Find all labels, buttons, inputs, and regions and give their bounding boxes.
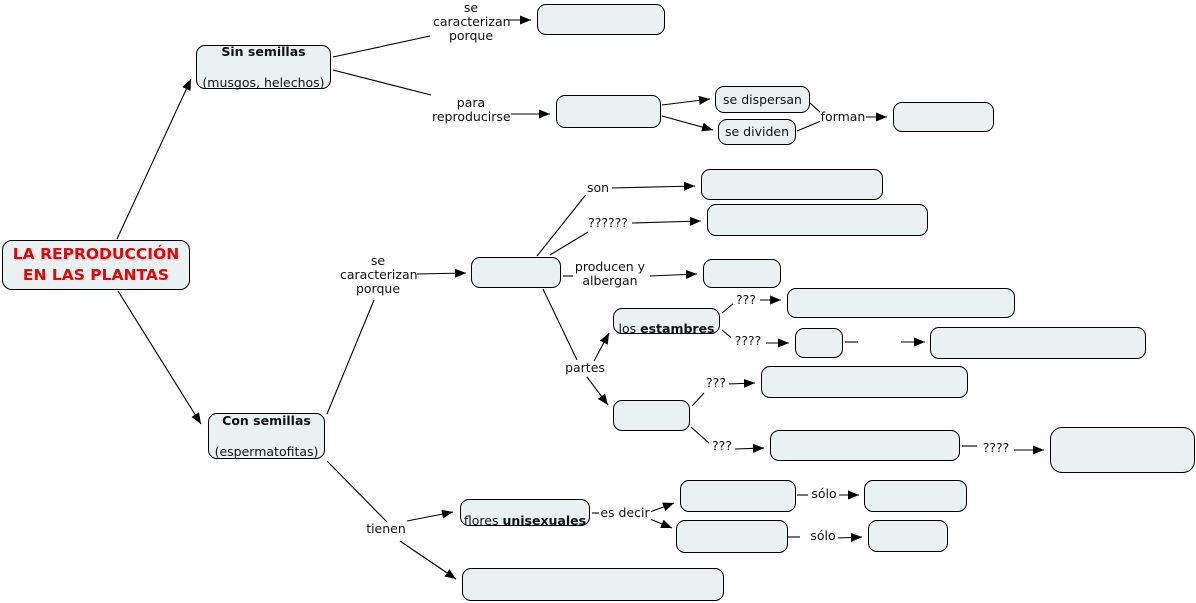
link-q3-pistilo-a[interactable]: ??? [703,376,729,390]
node-flores-pre: flores [463,512,503,528]
node-blank-flor-tipo-a[interactable] [680,480,796,512]
node-se-dividen[interactable]: se dividen [718,119,796,145]
link-son[interactable]: son [584,181,612,195]
node-los-estambres[interactable]: los estambres [613,308,720,336]
link-partes[interactable]: partes [563,361,607,375]
node-sin-semillas-sub: (musgos, helechos) [202,74,325,90]
node-blank-q6[interactable] [707,204,928,236]
node-blank-pistilo-a[interactable] [761,366,968,398]
link-q4-pistilo[interactable]: ???? [979,441,1013,455]
node-sin-semillas-bold: Sin semillas [221,43,306,59]
node-los-estambres-bold: estambres [640,321,715,336]
node-blank-pistilo-b[interactable] [770,430,960,461]
node-blank-son[interactable] [701,169,883,200]
node-blank-solo-b[interactable] [868,520,948,552]
node-blank-solo-a[interactable] [864,480,967,512]
node-blank-tienen-bottom[interactable] [462,568,724,601]
link-para-reproducirse[interactable]: para reproducirse [432,95,511,124]
node-blank-pistilo-c[interactable] [1050,427,1195,473]
node-blank-con-caracteristica-hub[interactable] [471,257,561,288]
link-q6[interactable]: ?????? [585,216,631,230]
node-blank-flor-tipo-b[interactable] [676,520,788,553]
node-blank-forman-resultado[interactable] [893,102,994,132]
link-q3-pistilo-b[interactable]: ??? [709,439,735,453]
node-title[interactable]: LA REPRODUCCIÓN EN LAS PLANTAS [2,240,190,290]
node-blank-estambres-a[interactable] [787,288,1015,318]
link-solo-b[interactable]: sólo [808,529,838,543]
node-con-semillas-sub: (espermatofitas) [214,443,319,459]
node-blank-sin-caracteristica[interactable] [537,4,665,35]
link-forman[interactable]: forman [820,109,866,124]
link-se-caracterizan-con[interactable]: se caracterizan porque [340,253,418,296]
node-flores-bold: unisexuales [502,512,587,528]
node-se-dispersan[interactable]: se dispersan [715,86,810,113]
node-blank-estambres-b[interactable] [795,328,843,358]
node-blank-reproduccion-medio[interactable] [556,95,661,128]
node-blank-estambres-c[interactable] [930,327,1146,359]
node-con-semillas[interactable]: Con semillas (espermatofitas) [208,413,325,459]
node-con-semillas-bold: Con semillas [222,412,311,428]
node-blank-producen-albergan[interactable] [703,259,781,288]
connector-lines [116,15,1044,580]
link-es-decir[interactable]: es decir [599,505,651,520]
link-solo-a[interactable]: sólo [809,487,839,501]
link-producen-albergan[interactable]: producen y albergan [573,259,647,288]
node-blank-pistilo[interactable] [613,400,690,431]
link-q3-estambres[interactable]: ??? [733,293,759,307]
node-los-estambres-pre: los [618,321,641,336]
link-se-caracterizan-sin[interactable]: se caracterizan porque [433,0,511,43]
node-sin-semillas[interactable]: Sin semillas (musgos, helechos) [196,43,331,90]
node-flores-unisexuales[interactable]: flores unisexuales [460,499,590,528]
link-q4-estambres[interactable]: ???? [731,334,765,348]
link-tienen[interactable]: tienen [364,522,408,536]
